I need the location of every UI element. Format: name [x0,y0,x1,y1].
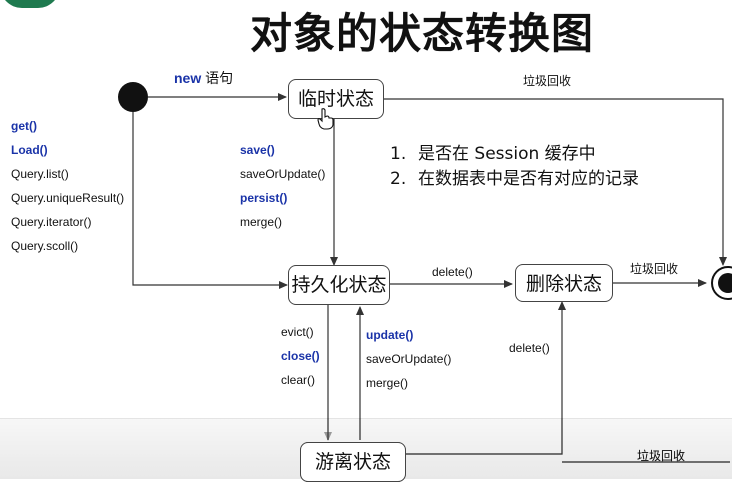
state-persistent: 持久化状态 [288,265,390,305]
new-keyword: new [174,70,202,86]
initial-node [118,82,148,112]
gc-bottom-label-overlay: 垃圾回收 [637,449,686,463]
gc-mid-label: 垃圾回收 [630,262,679,276]
method-label: persist() [240,191,288,205]
hand-cursor-icon [317,108,334,130]
method-label: Query.scoll() [11,239,79,253]
method-label: get() [11,119,37,133]
method-label: save() [240,143,275,157]
edge-load [132,112,288,289]
page-title: 对象的状态转换图 [250,9,595,58]
note-item: 1. 是否在 Session 缓存中 [390,142,639,167]
state-detached-overlay: 游离状态 [300,442,406,482]
note-item: 2. 在数据表中是否有对应的记录 [390,167,639,192]
note-number: 2. [390,169,407,189]
method-label: clear() [281,373,316,387]
notes-list: 1. 是否在 Session 缓存中 2. 在数据表中是否有对应的记录 [390,142,639,192]
method-label: Query.uniqueResult() [11,191,125,205]
state-removed: 删除状态 [515,264,613,302]
method-label: saveOrUpdate() [366,352,452,366]
delete-up-label: delete() [509,341,550,355]
new-statement-label: new 语句 [174,68,233,88]
method-label: Query.iterator() [11,215,92,229]
method-label: close() [281,349,320,363]
state-transient: 临时状态 [288,79,384,119]
method-label: Query.list() [11,167,69,181]
method-label: Load() [11,143,48,157]
method-label: merge() [240,215,283,229]
method-label: update() [366,328,414,342]
edge-gc-top [382,98,727,266]
note-text: 是否在 Session 缓存中 [418,144,596,164]
delete-right-label: delete() [432,265,473,279]
final-node-core [718,273,732,293]
method-label: merge() [366,376,409,390]
logo-shape [0,0,60,8]
new-suffix: 语句 [205,70,234,86]
method-label: evict() [281,325,314,339]
note-number: 1. [390,144,407,164]
note-text: 在数据表中是否有对应的记录 [418,169,639,189]
method-label: saveOrUpdate() [240,167,326,181]
gc-top-label: 垃圾回收 [523,74,572,88]
